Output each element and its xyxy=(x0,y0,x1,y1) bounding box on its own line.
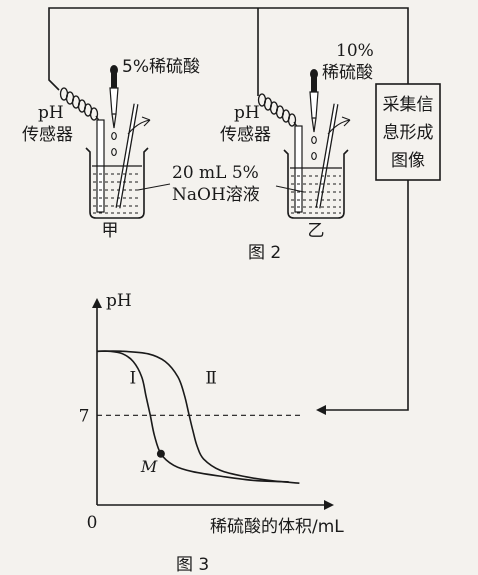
sensor-label-left-line2: 传感器 xyxy=(22,125,73,145)
acid-label-left: 5%稀硫酸 xyxy=(122,57,200,77)
sensor-label-right-line2: 传感器 xyxy=(220,125,271,145)
ph7-tick-label: 7 xyxy=(79,406,90,426)
x-axis-label: 稀硫酸的体积/mL xyxy=(210,517,344,537)
setup-yi: 10% 稀硫酸 pH 传感器 乙 xyxy=(220,41,374,241)
setup-jia: 5%稀硫酸 pH 传感器 甲 xyxy=(22,57,200,241)
y-axis-label: pH xyxy=(106,291,132,311)
setup-name-left: 甲 xyxy=(102,221,119,241)
solution-label-line2: NaOH溶液 xyxy=(172,185,260,205)
series-label-1: Ⅰ xyxy=(129,368,136,388)
collector-box: 采集信 息形成 图像 xyxy=(375,83,441,181)
origin-label: 0 xyxy=(87,513,98,533)
beaker-right xyxy=(283,149,349,219)
sensor-label-left-line1: pH xyxy=(38,103,64,123)
acid-label-right-line1: 10% xyxy=(336,41,374,61)
plot-axes xyxy=(92,298,334,510)
leader-line-right xyxy=(275,185,305,193)
beaker-left xyxy=(85,147,149,219)
leader-line-left xyxy=(137,183,171,191)
curve-series-1 xyxy=(96,350,289,483)
series-label-2: Ⅱ xyxy=(205,368,217,388)
dropper-left xyxy=(109,65,119,157)
setup-name-right: 乙 xyxy=(308,221,325,241)
point-m-marker xyxy=(156,449,165,458)
figure3-caption: 图 3 xyxy=(176,555,209,575)
stirring-rod-left xyxy=(115,103,151,209)
figure2-caption: 图 2 xyxy=(248,243,281,263)
collector-text-line2: 息形成 xyxy=(383,123,434,143)
stirring-rod-right xyxy=(315,103,351,209)
sensor-coil-right xyxy=(257,93,299,129)
collector-text-line1: 采集信 xyxy=(383,95,434,115)
figure-2: 采集信 息形成 图像 xyxy=(22,7,441,415)
solution-label-line1: 20 mL 5% xyxy=(172,163,259,183)
signal-wires xyxy=(48,7,409,415)
acid-label-right-line2: 稀硫酸 xyxy=(322,63,373,83)
solution-label: 20 mL 5% NaOH溶液 xyxy=(137,163,305,205)
collector-text-line3: 图像 xyxy=(391,151,425,171)
dropper-right xyxy=(309,69,319,161)
sensor-label-right-line1: pH xyxy=(234,103,260,123)
point-m-label: M xyxy=(140,457,158,476)
sensor-coil-left xyxy=(59,87,101,123)
curve-series-2 xyxy=(96,350,300,484)
ph-probe-right xyxy=(294,125,303,213)
figure-3: pH 0 稀硫酸的体积/mL 7 Ⅰ Ⅱ M 图 3 xyxy=(79,291,345,575)
